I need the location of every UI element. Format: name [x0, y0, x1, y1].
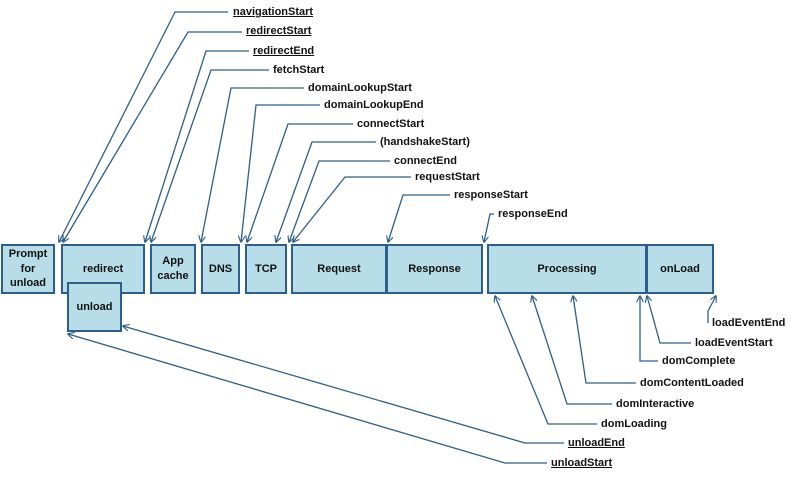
label-request-start: requestStart — [415, 171, 480, 183]
label-response-end: responseEnd — [498, 208, 568, 220]
phase-processing: Processing — [487, 244, 647, 294]
label-connect-end: connectEnd — [394, 155, 457, 167]
label-fetch-start: fetchStart — [273, 64, 325, 76]
arrow-dom-interactive — [532, 296, 612, 405]
label-domain-lookup-start: domainLookupStart — [308, 82, 412, 94]
arrow-response-end — [484, 213, 494, 242]
arrow-redirect-end — [145, 50, 249, 242]
arrow-load-event-end — [707, 296, 716, 323]
arrow-dom-complete — [640, 296, 658, 362]
phase-unload: unload — [67, 282, 122, 332]
phase-app-cache: App cache — [150, 244, 196, 294]
label-unload-start: unloadStart — [551, 457, 613, 469]
label-connect-start: connectStart — [357, 118, 425, 130]
label-dom-content-loaded: domContentLoaded — [640, 377, 744, 389]
arrow-dom-loading — [495, 296, 597, 425]
label-domain-lookup-end: domainLookupEnd — [324, 99, 424, 111]
arrow-response-start — [388, 194, 450, 242]
phase-dns: DNS — [201, 244, 240, 294]
arrow-dom-content-loaded — [573, 296, 636, 384]
phase-tcp: TCP — [245, 244, 287, 294]
label-dom-complete: domComplete — [662, 355, 736, 367]
arrow-load-event-start — [647, 296, 691, 344]
phase-prompt-for-unload: Prompt for unload — [1, 244, 55, 294]
arrow-unload-end — [123, 326, 564, 444]
arrow-unload-start — [68, 334, 547, 464]
label-handshake-start: (handshakeStart) — [380, 136, 470, 148]
phase-response: Response — [386, 244, 483, 294]
label-unload-end: unloadEnd — [568, 437, 625, 449]
label-redirect-end: redirectEnd — [253, 45, 315, 57]
arrow-domain-lookup-end — [241, 104, 320, 242]
arrow-fetch-start — [151, 69, 269, 242]
label-load-event-start: loadEventStart — [695, 337, 773, 349]
arrow-connect-start — [247, 123, 353, 242]
label-dom-loading: domLoading — [601, 418, 667, 430]
arrow-request-start — [293, 176, 411, 242]
arrow-connect-end — [289, 160, 390, 242]
label-response-start: responseStart — [454, 189, 528, 201]
arrow-navigation-start — [59, 11, 228, 242]
arrow-domain-lookup-start — [201, 87, 304, 242]
label-load-event-end: loadEventEnd — [712, 317, 786, 329]
arrow-handshake-start — [276, 141, 376, 242]
label-navigation-start: navigationStart — [233, 6, 314, 18]
arrow-redirect-start — [63, 31, 242, 242]
label-dom-interactive: domInteractive — [616, 398, 695, 410]
label-redirect-start: redirectStart — [246, 25, 312, 37]
phase-request: Request — [291, 244, 387, 294]
phase-onload: onLoad — [646, 244, 714, 294]
